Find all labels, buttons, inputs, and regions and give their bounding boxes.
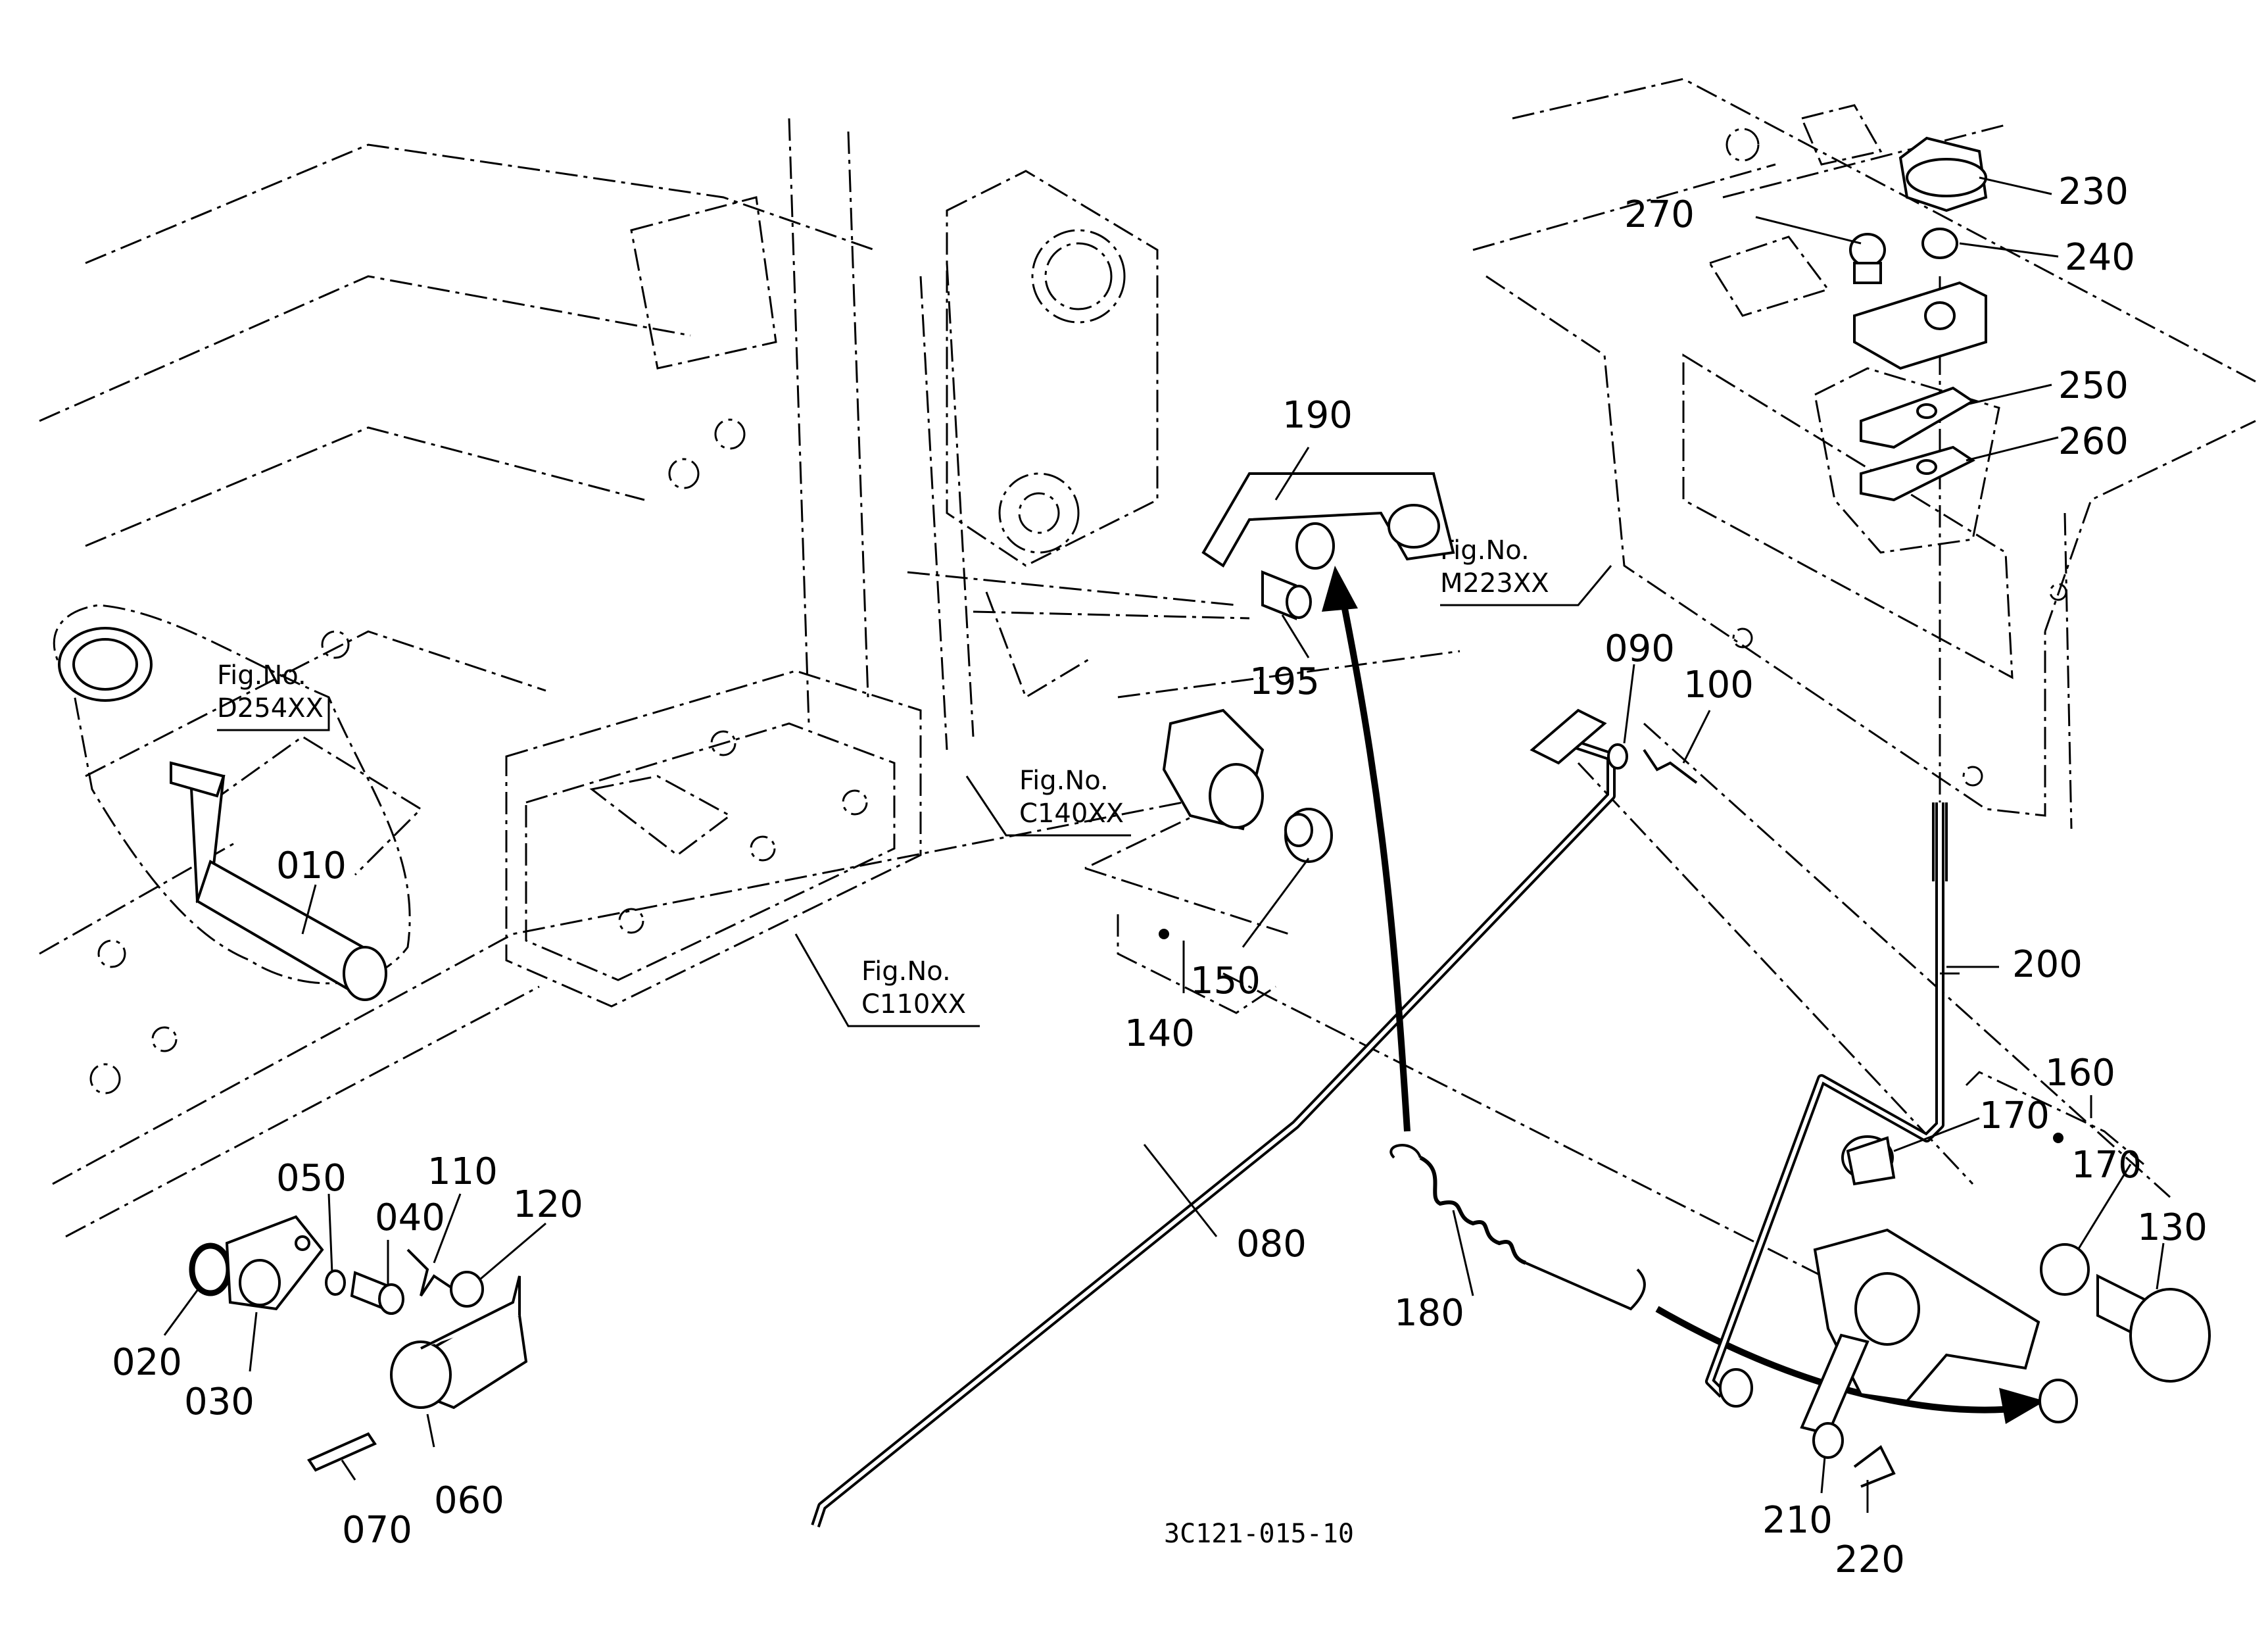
label-040: 040 bbox=[375, 1196, 445, 1239]
label-090: 090 bbox=[1604, 627, 1675, 670]
part-010-lever-shaft bbox=[58, 627, 387, 1001]
label-140: 140 bbox=[1124, 1012, 1195, 1055]
part-200-rod-inner bbox=[1708, 802, 1942, 1396]
label-080: 080 bbox=[1236, 1223, 1307, 1266]
label-195: 195 bbox=[1249, 660, 1320, 703]
label-070: 070 bbox=[342, 1509, 412, 1552]
part-080-rod-end bbox=[1530, 708, 1607, 765]
part-020-o-ring bbox=[189, 1242, 232, 1296]
motion-arrow-right bbox=[1655, 1306, 2026, 1413]
part-260-plate bbox=[1860, 445, 1975, 502]
fig-ref-m223xx-line1: Fig.No. bbox=[1440, 535, 1530, 566]
floor-panel-outline bbox=[1472, 78, 2256, 829]
motion-arrow-up bbox=[1338, 591, 1411, 1132]
part-110-clip bbox=[406, 1248, 455, 1297]
rod-end-pin bbox=[1719, 1368, 1753, 1408]
label-190: 190 bbox=[1282, 394, 1353, 437]
fig-ref-m223xx-line2: M223XX bbox=[1440, 568, 1549, 599]
part-190-lever bbox=[1201, 472, 1455, 570]
label-120: 120 bbox=[513, 1183, 583, 1226]
label-240: 240 bbox=[2065, 236, 2135, 279]
fig-ref-c110xx-line1: Fig.No. bbox=[861, 956, 951, 987]
part-150-bushing bbox=[1284, 808, 1333, 863]
part-170-bushing-b bbox=[2040, 1243, 2090, 1296]
label-130: 130 bbox=[2137, 1206, 2208, 1249]
fig-ref-m223xx: Fig.No. M223XX bbox=[1440, 535, 1612, 606]
label-200: 200 bbox=[2012, 943, 2083, 986]
part-080-rod bbox=[811, 732, 1616, 1528]
plate-bracket bbox=[1853, 281, 1987, 370]
part-060-bracket bbox=[390, 1275, 528, 1410]
part-070-roll-pin bbox=[307, 1432, 377, 1472]
label-180: 180 bbox=[1394, 1292, 1464, 1335]
part-210-washer bbox=[1812, 1422, 1844, 1459]
fig-ref-d254xx-line1: Fig.No. bbox=[217, 660, 306, 691]
fig-ref-c110xx-line2: C110XX bbox=[861, 989, 966, 1020]
label-210: 210 bbox=[1762, 1499, 1833, 1542]
fig-ref-c140xx: Fig.No. C140XX bbox=[965, 766, 1131, 837]
part-050-washer bbox=[325, 1269, 346, 1296]
label-170-b: 170 bbox=[2071, 1144, 2142, 1187]
label-110: 110 bbox=[427, 1150, 498, 1193]
part-labels: 010 020 030 040 050 060 070 080 090 100 … bbox=[112, 170, 2208, 1581]
part-170-bushing-a bbox=[1841, 1135, 1896, 1186]
part-230-knob bbox=[1898, 136, 1988, 212]
part-250-plate bbox=[1860, 386, 1975, 449]
label-250: 250 bbox=[2058, 364, 2129, 407]
part-100-clip bbox=[1643, 749, 1698, 784]
label-170-a: 170 bbox=[1979, 1094, 2050, 1137]
label-060: 060 bbox=[434, 1479, 504, 1522]
label-260: 260 bbox=[2058, 420, 2129, 463]
part-030-plate bbox=[225, 1215, 324, 1311]
motion-arrowhead-up bbox=[1322, 566, 1358, 612]
transmission-housing-outline bbox=[39, 143, 2171, 1304]
label-270: 270 bbox=[1624, 193, 1695, 236]
part-130-bolt bbox=[2096, 1273, 2211, 1383]
label-220: 220 bbox=[1835, 1538, 1905, 1581]
part-120-washer bbox=[450, 1271, 484, 1308]
fig-ref-c110xx: Fig.No. C110XX bbox=[794, 933, 980, 1027]
label-010: 010 bbox=[276, 845, 347, 887]
part-140-cam-assembly bbox=[1159, 708, 1265, 939]
gearbox-case bbox=[505, 670, 922, 1008]
part-040-pin bbox=[350, 1271, 404, 1315]
label-030: 030 bbox=[184, 1381, 254, 1423]
fig-ref-d254xx-line2: D254XX bbox=[217, 693, 324, 724]
motion-arrowhead-right bbox=[1999, 1388, 2045, 1424]
fig-ref-c140xx-line1: Fig.No. bbox=[1019, 766, 1109, 796]
part-240-nut bbox=[1921, 228, 1958, 259]
part-080-rod-inner bbox=[813, 735, 1613, 1527]
label-230: 230 bbox=[2058, 170, 2129, 213]
label-100: 100 bbox=[1683, 664, 1754, 706]
leader-lines bbox=[163, 176, 2165, 1513]
label-150: 150 bbox=[1190, 960, 1261, 1002]
part-160-bracket-dashed bbox=[1965, 1071, 2144, 1166]
part-200-rod-thread bbox=[1932, 802, 1948, 881]
fig-ref-d254xx: Fig.No. D254XX bbox=[53, 604, 411, 985]
part-140-bracket-dashed bbox=[1117, 914, 1276, 1014]
label-020: 020 bbox=[112, 1341, 182, 1384]
part-090-washer bbox=[1607, 743, 1628, 770]
case-ribs bbox=[89, 118, 1159, 1094]
label-160: 160 bbox=[2045, 1052, 2115, 1094]
fig-ref-c140xx-line2: C140XX bbox=[1019, 799, 1124, 829]
part-195-bolt bbox=[1261, 570, 1312, 620]
diagram-code: 3C121-015-10 bbox=[1164, 1519, 1354, 1549]
label-050: 050 bbox=[276, 1157, 347, 1200]
part-220-clip bbox=[1853, 1444, 1896, 1488]
part-180-spring bbox=[1389, 1144, 1646, 1311]
part-160-arm-assembly bbox=[1800, 1133, 2078, 1436]
